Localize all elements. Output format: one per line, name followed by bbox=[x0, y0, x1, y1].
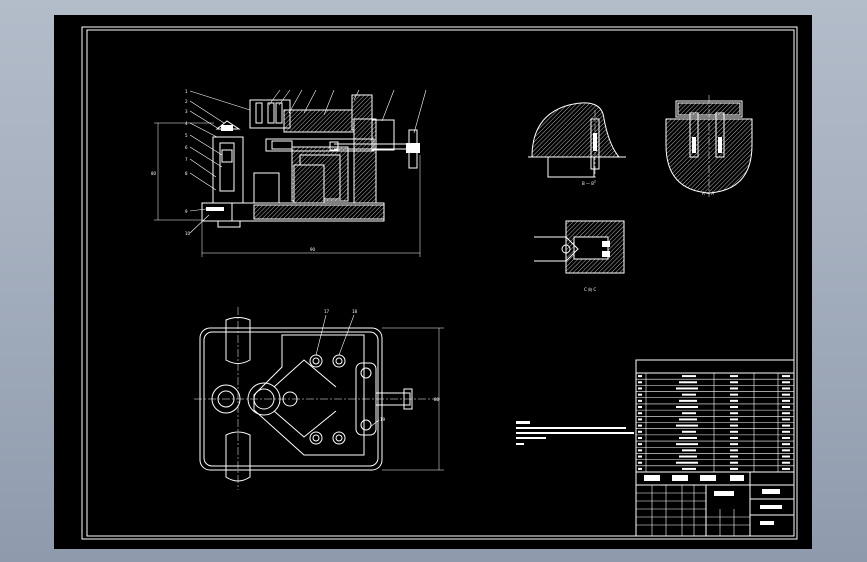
parts-list-row bbox=[638, 449, 642, 452]
cad-viewport[interactable]: 80 90 1 2 3 4 5 6 7 8 9 bbox=[54, 15, 812, 549]
svg-text:80: 80 bbox=[151, 171, 157, 176]
svg-text:7: 7 bbox=[185, 157, 188, 162]
top-view: 80 17 18 19 bbox=[194, 307, 444, 490]
parts-list-row bbox=[638, 424, 642, 427]
title-block bbox=[635, 359, 795, 537]
svg-text:C 向 C: C 向 C bbox=[584, 286, 596, 292]
svg-text:1: 1 bbox=[185, 89, 188, 94]
svg-text:18: 18 bbox=[352, 309, 358, 314]
svg-text:90: 90 bbox=[310, 247, 316, 252]
parts-list-row bbox=[638, 399, 642, 402]
parts-list-row bbox=[638, 436, 642, 439]
svg-text:8: 8 bbox=[185, 171, 188, 176]
svg-text:3: 3 bbox=[185, 109, 188, 114]
cad-drawing: 80 90 1 2 3 4 5 6 7 8 9 bbox=[81, 26, 798, 540]
inner-border bbox=[86, 29, 795, 537]
svg-text:6: 6 bbox=[185, 145, 188, 150]
parts-list-row bbox=[638, 412, 642, 415]
svg-text:9: 9 bbox=[185, 209, 188, 214]
svg-text:B — B: B — B bbox=[582, 181, 594, 186]
parts-list-row bbox=[638, 418, 642, 421]
svg-text:4: 4 bbox=[185, 121, 188, 126]
parts-list-row bbox=[638, 381, 642, 384]
parts-list-row bbox=[638, 393, 642, 396]
svg-text:80: 80 bbox=[434, 397, 440, 402]
svg-text:19: 19 bbox=[380, 417, 386, 422]
parts-list-row bbox=[638, 430, 642, 433]
parts-list-row bbox=[638, 467, 642, 470]
svg-text:5: 5 bbox=[185, 133, 188, 138]
outer-border bbox=[81, 26, 798, 540]
svg-text:17: 17 bbox=[324, 309, 330, 314]
parts-list-row bbox=[638, 375, 642, 378]
view-c: C 向 C bbox=[534, 220, 625, 292]
parts-list-row bbox=[638, 387, 642, 390]
parts-list-row bbox=[638, 406, 642, 409]
svg-text:2: 2 bbox=[185, 99, 188, 104]
front-section-view: 80 90 1 2 3 4 5 6 7 8 9 bbox=[151, 89, 427, 257]
parts-list-row bbox=[638, 443, 642, 446]
parts-list bbox=[636, 372, 794, 473]
parts-list-row bbox=[638, 455, 642, 458]
section-b-b: B — B bbox=[528, 102, 626, 186]
title-grid bbox=[636, 485, 750, 536]
technical-notes bbox=[516, 421, 634, 445]
svg-text:A — A: A — A bbox=[702, 191, 714, 196]
svg-text:10: 10 bbox=[185, 231, 191, 236]
section-a-a: A — A bbox=[665, 95, 753, 197]
parts-list-row bbox=[638, 461, 642, 464]
